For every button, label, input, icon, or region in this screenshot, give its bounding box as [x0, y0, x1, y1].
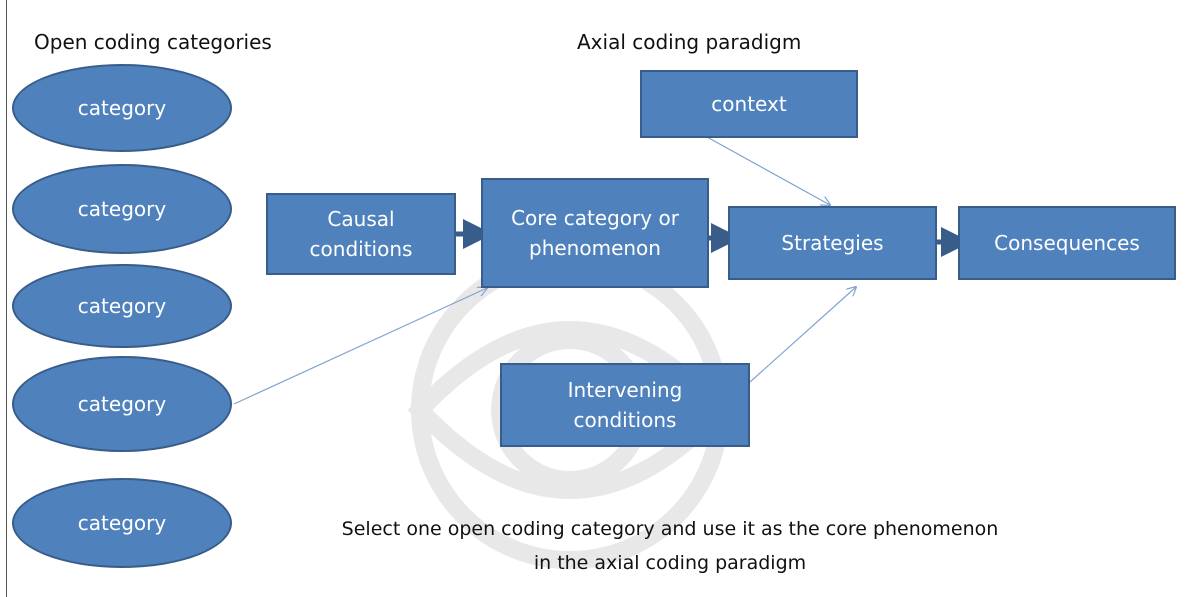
arrow-intervening-to-strategies: [749, 287, 856, 383]
axial-coding-heading: Axial coding paradigm: [577, 30, 802, 54]
category-ellipse-5: category: [12, 478, 232, 568]
category-ellipse-2: category: [12, 164, 232, 254]
strategies-box: Strategies: [728, 206, 937, 280]
consequences-box: Consequences: [958, 206, 1176, 280]
category-ellipse-4: category: [12, 356, 232, 452]
arrow-category-to-core: [233, 288, 487, 405]
intervening-conditions-box: Intervening conditions: [500, 363, 750, 447]
caption-line-1: Select one open coding category and use …: [341, 518, 999, 540]
category-ellipse-1: category: [12, 64, 232, 152]
open-coding-heading: Open coding categories: [34, 30, 272, 54]
arrow-context-to-strategies: [706, 136, 830, 205]
category-ellipse-3: category: [12, 264, 232, 348]
page-left-border: [6, 0, 7, 597]
context-box: context: [640, 70, 858, 138]
core-category-box: Core category or phenomenon: [481, 178, 709, 288]
causal-conditions-box: Causal conditions: [266, 193, 456, 275]
caption-line-2: in the axial coding paradigm: [533, 552, 807, 574]
